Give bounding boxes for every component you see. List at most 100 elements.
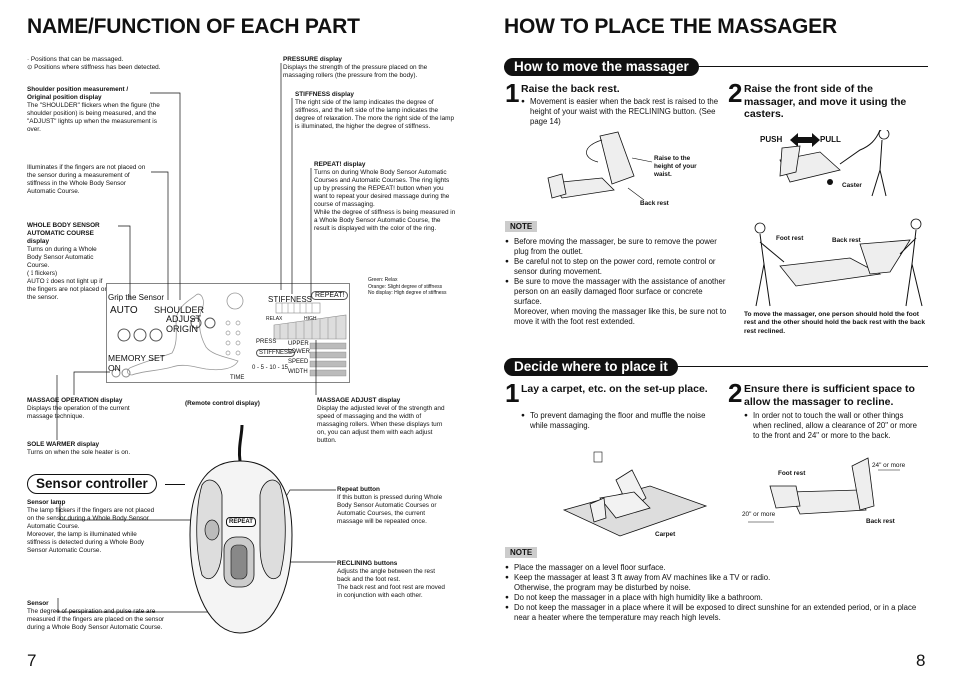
section1-rule [504, 66, 928, 68]
note2-item: Do not keep the massager in a place wher… [505, 603, 925, 623]
step4-detail: In order not to touch the wall or other … [744, 411, 924, 441]
step2-number: 2 [728, 78, 743, 108]
note2-item: Do not keep the massager in a place with… [505, 593, 925, 603]
legend-massage-positions: · Positions that can be massaged. [27, 56, 124, 63]
note-list-2: Place the massager on a level floor surf… [505, 563, 925, 623]
footrest-caption: Foot rest [776, 235, 804, 242]
massage-adjust-callout: MASSAGE ADJUST display Display the adjus… [317, 397, 453, 445]
sensor-controller-rule [165, 484, 185, 486]
sensor-lamp-callout: Sensor lamp The lamp flickers if the fin… [27, 499, 155, 555]
step3-number: 1 [505, 378, 520, 408]
pressure-callout: PRESSURE display Displays the strength o… [283, 56, 455, 80]
push-pull-arrow-icon [790, 133, 820, 147]
stiffness-title: STIFFNESS display [295, 91, 354, 98]
remote-lcd-display: Grip the Sensor AUTO SHOULDER ADJUST ORI… [106, 283, 350, 383]
lcd-shoulder-label: SHOULDER [154, 305, 205, 315]
sensor-lamp-title: Sensor lamp [27, 499, 66, 506]
repeat-button-body: If this button is pressed during Whole B… [337, 494, 443, 525]
raise-backrest-illustration: Raise to the height of your waist. Back … [542, 128, 712, 210]
push-label: PUSH [760, 135, 783, 144]
lcd-grip-label: Grip the Sensor [108, 293, 165, 302]
right-page-number: 8 [916, 651, 926, 670]
sensor-body: The degree of perspiration and pulse rat… [27, 608, 165, 631]
note-label-2: NOTE [505, 547, 538, 558]
shoulder-callout: Shoulder position measurement / Original… [27, 86, 167, 134]
clearance-20-caption: 20" or more [742, 511, 776, 518]
legend: · Positions that can be massaged. ⊙ Posi… [27, 56, 227, 72]
raise-waist-caption: Raise to the height of your waist. [654, 155, 697, 178]
note1-item: Be careful not to step on the power cord… [505, 257, 730, 277]
section-place-heading: Decide where to place it [504, 358, 678, 376]
repeat-title: REPEAT! display [314, 161, 366, 168]
step1-bullet: Movement is easier when the back rest is… [521, 97, 721, 127]
note2-item: Place the massager on a level floor surf… [505, 563, 925, 573]
step4-title: Ensure there is sufficient space to allo… [744, 383, 915, 408]
section-move-heading: How to move the massager [504, 58, 699, 76]
lcd-relax-label: RELAX [266, 316, 283, 322]
controller-repeat-button[interactable]: REPEAT [226, 517, 256, 527]
sensor-controller-heading: Sensor controller [27, 474, 157, 494]
lcd-time-scale: 0 - 5 - 10 - 15 [252, 365, 289, 371]
repeat-button-callout: Repeat button If this button is pressed … [337, 486, 445, 526]
step3-bullet: To prevent damaging the floor and muffle… [521, 411, 711, 431]
clearance-24-caption: 24" or more [872, 462, 906, 469]
lcd-adjust-label: ADJUST [166, 314, 202, 324]
pressure-title: PRESSURE display [283, 56, 342, 63]
step1-detail: Movement is easier when the back rest is… [521, 97, 721, 127]
legend-stiffness-positions: ⊙ Positions where stiffness has been det… [27, 64, 161, 71]
step4-bullet: In order not to touch the wall or other … [744, 411, 924, 441]
backrest-caption: Back rest [640, 200, 669, 207]
massage-operation-body: Displays the operation of the current ma… [27, 405, 130, 420]
two-person-illustration: Foot rest Back rest [740, 214, 930, 310]
left-page-title: NAME/FUNCTION OF EACH PART [27, 15, 360, 38]
sensor-lamp-body-2: Moreover, the lamp is illuminated while … [27, 531, 145, 554]
lcd-time-label: TIME [230, 375, 245, 381]
backrest-caption-3: Back rest [866, 518, 895, 525]
massage-operation-callout: MASSAGE OPERATION display Displays the o… [27, 397, 142, 421]
footrest-caption-2: Foot rest [778, 470, 806, 477]
reclining-title: RECLINING buttons [337, 560, 398, 567]
right-page-title: HOW TO PLACE THE MASSAGER [504, 15, 837, 38]
fingers-callout: Illuminates if the fingers are not place… [27, 164, 146, 195]
caster-caption: Caster [842, 182, 862, 189]
repeat-button-title: Repeat button [337, 486, 380, 493]
shoulder-title-1: Shoulder position measurement / [27, 86, 129, 93]
sensor-title: Sensor [27, 600, 49, 607]
step3-detail: To prevent damaging the floor and muffle… [521, 411, 711, 431]
lcd-upper-label: UPPER [288, 341, 309, 347]
sole-warmer-body: Turns on when the sole heater is on. [27, 449, 131, 456]
sensor-lamp-body-1: The lamp flickers if the fingers are not… [27, 507, 155, 530]
whole-body-auto: AUTO ⟟ does not light up if the fingers … [27, 278, 109, 301]
lcd-press-label: PRESS [256, 339, 277, 345]
shoulder-body: The "SHOULDER" flickers when the figure … [27, 102, 160, 133]
lcd-speed-label: SPEED [288, 359, 309, 365]
carpet-illustration: Carpet [560, 448, 710, 543]
step1-number: 1 [505, 78, 520, 108]
lcd-on-label: ON [108, 363, 121, 373]
repeat-callout: REPEAT! display Turns on during Whole Bo… [314, 161, 456, 233]
lcd-origin-label: ORIGIN [166, 324, 199, 334]
sensor-controller-device: REPEAT [182, 425, 300, 645]
carpet-caption: Carpet [655, 531, 676, 538]
lcd-memory-label: MEMORY SET [108, 353, 165, 363]
note-label-1: NOTE [505, 221, 538, 232]
push-pull-illustration: PUSH PULL Caster [760, 130, 930, 200]
step3-title: Lay a carpet, etc. on the set-up place. [521, 383, 708, 395]
lcd-stiffness-label: STIFFNESS [268, 295, 313, 304]
lcd-repeat-label: REPEAT! [311, 291, 349, 300]
clearance-illustration: 24" or more 20" or more Foot rest Back r… [740, 456, 930, 531]
backrest-caption-2: Back rest [832, 237, 861, 244]
reclining-body-2: The back rest and foot rest are moved in… [337, 584, 445, 599]
section2-rule [504, 366, 928, 368]
sole-warmer-callout: SOLE WARMER display Turns on when the so… [27, 441, 177, 457]
reclining-body-1: Adjusts the angle between the rest back … [337, 568, 436, 583]
whole-body-title: WHOLE BODY SENSOR AUTOMATIC COURSE displ… [27, 222, 100, 245]
sole-warmer-title: SOLE WARMER display [27, 441, 100, 448]
whole-body-callout: WHOLE BODY SENSOR AUTOMATIC COURSE displ… [27, 222, 109, 302]
lcd-auto-label: AUTO [110, 305, 138, 316]
reclining-callout: RECLINING buttons Adjusts the angle betw… [337, 560, 445, 600]
note2-item: Keep the massager at least 3 ft away fro… [505, 573, 925, 593]
step4-number: 2 [728, 378, 743, 408]
massage-adjust-body: Display the adjusted level of the streng… [317, 405, 445, 444]
lcd-lower-label: LOWER [288, 349, 311, 355]
